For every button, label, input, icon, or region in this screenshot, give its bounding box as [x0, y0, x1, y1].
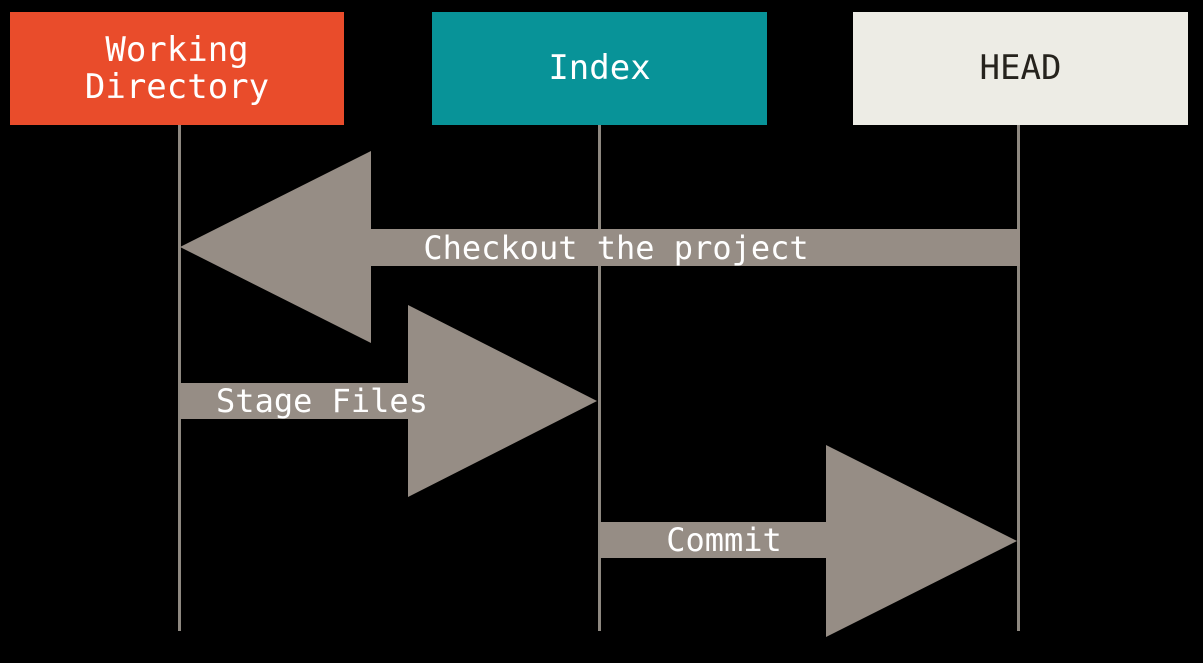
stage-files-arrow-label: Stage Files	[216, 382, 428, 420]
commit-arrow-label: Commit	[666, 521, 782, 559]
checkout-arrow-shaft	[371, 229, 1020, 266]
index-lifeline	[598, 125, 601, 631]
working-directory-label: Working Directory	[84, 29, 270, 107]
head-label: HEAD	[979, 48, 1062, 88]
working-directory-box: Working Directory	[10, 12, 344, 125]
head-box: HEAD	[853, 12, 1188, 125]
commit-arrow-shaft	[600, 522, 826, 558]
index-label: Index	[548, 48, 651, 88]
working-directory-lifeline	[178, 125, 181, 631]
checkout-arrow-head-left-icon	[180, 151, 371, 343]
stage-files-arrow-shaft	[180, 383, 408, 419]
commit-arrow-head-right-icon	[826, 445, 1017, 637]
head-lifeline	[1017, 125, 1020, 631]
index-box: Index	[432, 12, 767, 125]
stage-files-arrow-head-right-icon	[408, 305, 597, 497]
checkout-arrow-label: Checkout the project	[423, 228, 809, 267]
